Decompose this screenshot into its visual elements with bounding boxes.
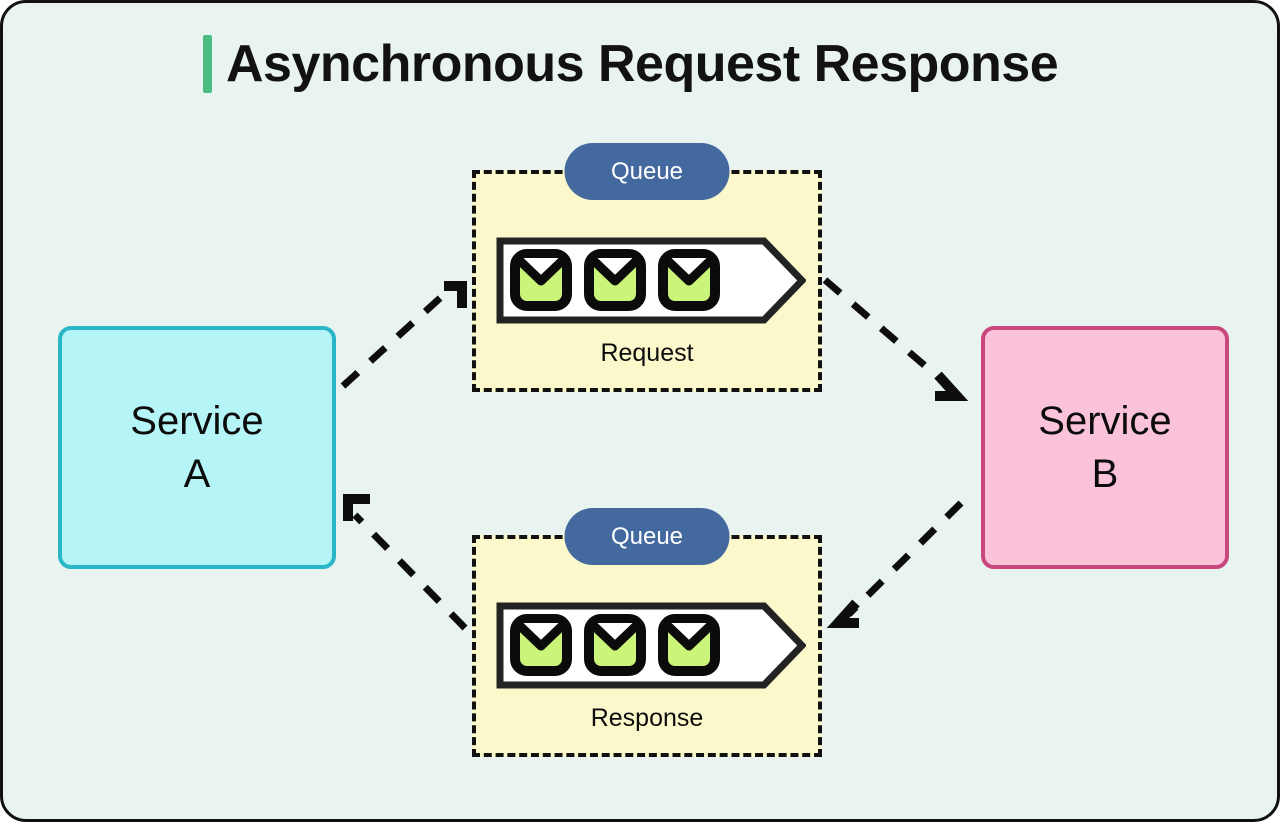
arrowhead-request-to-b-icon: [934, 371, 969, 401]
queue-group-request[interactable]: Queue: [472, 143, 822, 392]
message-list-request: [510, 247, 720, 313]
arrowhead-b-to-response-icon: [826, 599, 860, 628]
arrowhead-response-to-a-icon: [343, 494, 370, 521]
envelope-icon: [510, 614, 572, 676]
envelope-icon: [584, 614, 646, 676]
connector-b-to-response: [846, 500, 964, 617]
page-title-text: Asynchronous Request Response: [226, 35, 1059, 93]
message-bar-response: [496, 602, 806, 689]
envelope-icon: [658, 614, 720, 676]
message-bar-request: [496, 237, 806, 324]
page-title: Asynchronous Request Response: [203, 35, 1059, 93]
service-a-label-line1: Service: [130, 398, 264, 443]
queue-label-response: Response: [590, 704, 704, 732]
service-a-node[interactable]: Service A: [58, 326, 336, 569]
connector-a-to-request: [340, 287, 452, 389]
queue-badge-request[interactable]: Queue: [564, 143, 730, 200]
connector-response-to-a: [352, 512, 468, 631]
title-accent-bar: [203, 35, 212, 93]
service-b-label-line1: Service: [1038, 398, 1172, 443]
queue-badge-response[interactable]: Queue: [564, 508, 730, 565]
message-bar-arrow-shape-icon: [496, 237, 806, 324]
service-a-label-line2: A: [183, 451, 211, 496]
queue-group-response[interactable]: Queue: [472, 508, 822, 757]
queue-label-request: Request: [600, 339, 694, 367]
message-bar-arrow-shape-icon: [496, 602, 806, 689]
envelope-icon: [510, 249, 572, 311]
service-b-label-line2: B: [1091, 451, 1119, 496]
service-b-node[interactable]: Service B: [981, 326, 1229, 569]
arrowhead-a-to-request-icon: [444, 281, 467, 308]
envelope-icon: [658, 249, 720, 311]
envelope-icon: [584, 249, 646, 311]
connector-request-to-b: [822, 277, 954, 391]
message-list-response: [510, 612, 720, 678]
